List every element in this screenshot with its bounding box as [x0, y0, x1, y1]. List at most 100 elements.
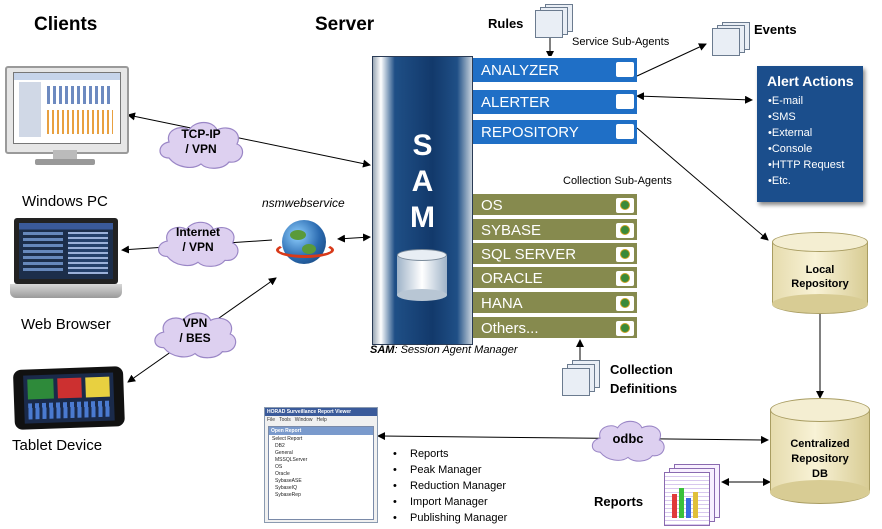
report-feature-item: Publishing Manager — [393, 510, 507, 526]
report-viewer-title: HORAD Surveillance Report Viewer — [265, 408, 377, 416]
tablet-icon — [12, 366, 127, 434]
central-repo-line1: Centralized — [790, 438, 850, 450]
row-os: OS — [473, 192, 637, 215]
cloud-vpn-line2: / BES — [179, 331, 211, 345]
alert-action-item: •Etc. — [768, 175, 791, 187]
row-os-label: OS — [481, 197, 503, 214]
row-analyzer-label: ANALYZER — [481, 62, 560, 79]
alert-actions-box: Alert Actions •E-mail •SMS •External •Co… — [757, 66, 863, 202]
collector-icon — [616, 271, 634, 286]
row-oracle: ORACLE — [473, 265, 637, 288]
central-repo-line2: Repository — [791, 453, 849, 465]
windows-pc-icon — [5, 66, 129, 166]
stack-icon — [616, 124, 634, 139]
report-viewer-window: HORAD Surveillance Report Viewer File To… — [264, 407, 378, 523]
report-features-list: Reports Peak Manager Reduction Manager I… — [393, 446, 507, 526]
line-odbc — [377, 432, 769, 444]
row-alerter-label: ALERTER — [481, 94, 550, 111]
collector-icon — [616, 321, 634, 336]
sam-caption-rest: : Session Agent Manager — [394, 344, 518, 356]
report-feature-item: Reduction Manager — [393, 478, 507, 494]
gauge-icon — [616, 62, 634, 77]
cloud-tcpip: TCP-IP / VPN — [155, 118, 247, 170]
central-repo-line3: DB — [812, 468, 828, 480]
database-icon — [397, 249, 447, 301]
select-report-label: Select Report — [272, 436, 303, 442]
windows-pc-label: Windows PC — [22, 193, 108, 210]
row-sql-server: SQL SERVER — [473, 241, 637, 264]
report-tree: DB2 General MSSQLServer OS Oracle Sybase… — [269, 443, 373, 499]
collection-sub-agents-label: Collection Sub-Agents — [563, 175, 672, 187]
cloud-odbc-label: odbc — [612, 431, 644, 446]
row-sybase-label: SYBASE — [481, 222, 542, 239]
line-pc-server — [127, 112, 371, 168]
row-repository: REPOSITORY — [473, 118, 637, 144]
alert-action-item: •External — [768, 127, 813, 139]
tree-item[interactable]: MSSQLServer — [275, 457, 308, 463]
collector-icon — [616, 247, 634, 262]
tree-item[interactable]: SybaseASE — [275, 478, 302, 484]
row-hana: HANA — [473, 290, 637, 313]
central-repository-cylinder: Centralized Repository DB — [770, 398, 870, 504]
laptop-icon — [10, 218, 125, 308]
sam-caption: SAM: Session Agent Manager — [370, 344, 518, 356]
tree-item[interactable]: General — [275, 450, 293, 456]
cloud-vpn-line1: VPN — [182, 316, 208, 330]
row-analyzer: ANALYZER — [473, 56, 637, 82]
sam-letter-s: S — [412, 129, 433, 162]
cloud-odbc: odbc — [588, 417, 668, 463]
tablet-label: Tablet Device — [12, 437, 103, 454]
row-others: Others... — [473, 315, 637, 338]
cloud-internet: Internet / VPN — [153, 218, 243, 268]
report-feature-item: Peak Manager — [393, 462, 507, 478]
menu-window[interactable]: Window — [294, 417, 313, 423]
local-repo-line2: Repository — [791, 278, 849, 290]
row-others-label: Others... — [481, 320, 539, 337]
row-sybase: SYBASE — [473, 217, 637, 240]
web-browser-label: Web Browser — [21, 316, 111, 333]
cloud-tcpip-line1: TCP-IP — [181, 127, 221, 141]
line-local-repo — [636, 127, 769, 241]
clients-header: Clients — [34, 14, 98, 35]
row-oracle-label: ORACLE — [481, 270, 543, 287]
tree-item[interactable]: DB2 — [275, 443, 285, 449]
menu-file[interactable]: File — [267, 417, 276, 423]
collection-defs-line2: Definitions — [610, 381, 678, 396]
collection-defs-line1: Collection — [610, 362, 673, 377]
row-sql-server-label: SQL SERVER — [481, 246, 577, 263]
nsm-label: nsmwebservice — [262, 196, 345, 210]
reports-label: Reports — [594, 494, 644, 509]
line-events — [636, 43, 707, 77]
local-repository-cylinder: Local Repository — [772, 232, 868, 314]
events-label: Events — [754, 22, 797, 37]
tree-item[interactable]: SybaseRep — [275, 492, 301, 498]
line-alerts — [636, 92, 753, 104]
collector-icon — [616, 198, 634, 213]
cloud-tcpip-line2: / VPN — [185, 142, 217, 156]
alert-action-item: •SMS — [768, 111, 796, 123]
tree-item[interactable]: Oracle — [275, 471, 290, 477]
menu-help[interactable]: Help — [316, 417, 327, 423]
sam-letter-a: A — [411, 165, 434, 198]
tree-item[interactable]: OS — [275, 464, 283, 470]
sam-server: S A M — [372, 56, 473, 345]
report-feature-item: Reports — [393, 446, 507, 462]
menu-tools[interactable]: Tools — [279, 417, 291, 423]
reports-stack-icon — [664, 464, 722, 526]
cloud-internet-line2: / VPN — [182, 240, 214, 254]
line-nsm-server — [337, 233, 371, 243]
collection-defs-label: Collection Definitions — [610, 360, 677, 398]
row-repository-label: REPOSITORY — [481, 124, 579, 141]
sam-caption-bold: SAM — [370, 344, 395, 356]
alert-actions-title: Alert Actions — [767, 73, 854, 89]
alert-action-item: •Console — [768, 143, 813, 155]
collector-icon — [616, 223, 634, 238]
alert-action-item: •E-mail — [768, 95, 804, 107]
tree-item[interactable]: SybaseIQ — [275, 485, 297, 491]
row-alerter: ALERTER — [473, 88, 637, 114]
events-docs-icon — [712, 22, 752, 56]
globe-icon — [276, 218, 336, 268]
report-feature-item: Import Manager — [393, 494, 507, 510]
open-report-dialog-title: Open Report — [269, 427, 373, 435]
collector-icon — [616, 296, 634, 311]
